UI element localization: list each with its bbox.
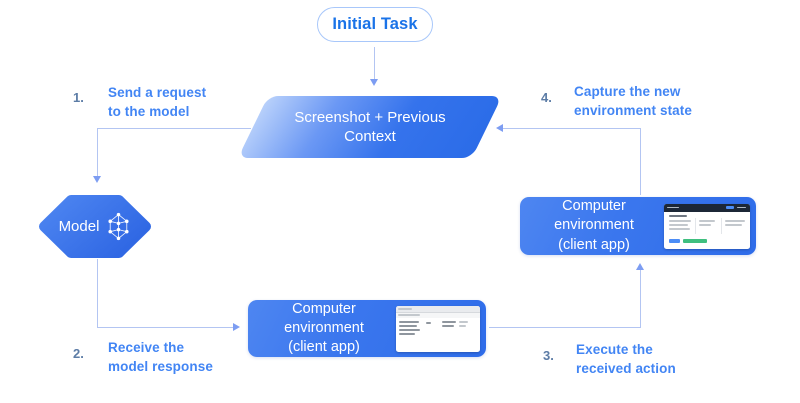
thumbnail-form-line [725, 219, 745, 222]
thumbnail-heading [669, 214, 687, 217]
thumbnail-cell [459, 320, 468, 323]
model-label: Model [58, 218, 100, 235]
arrow-step-1-vline [97, 128, 99, 177]
thumbnail-form-line [725, 223, 742, 226]
thumbnail-title-text [398, 307, 412, 310]
arrow-step-4-vline [640, 129, 642, 195]
thumbnail-form-line [669, 223, 688, 226]
thumbnail-cell [426, 321, 431, 324]
thumbnail-row [399, 328, 420, 331]
model-node: Model [38, 194, 152, 259]
app-screenshot-thumbnail-desktop [396, 305, 480, 352]
computer-environment-bottom-label: Computer environment (client app) [284, 300, 364, 356]
thumbnail-divider [695, 217, 696, 234]
step-3-label: Execute the received action [576, 342, 676, 377]
thumbnail-menu-text [398, 314, 420, 316]
thumbnail-cell [459, 324, 466, 327]
arrow-initial-task-line [374, 47, 376, 80]
thumbnail-header-text [667, 206, 679, 209]
screenshot-context-label: Screenshot + Previous Context [294, 108, 446, 146]
thumbnail-form-line [699, 223, 711, 226]
thumbnail-divider [721, 217, 722, 234]
thumbnail-row [399, 324, 417, 327]
thumbnail-titlebar [396, 305, 480, 313]
arrow-step-4-hline [503, 128, 641, 130]
arrow-step-2-vline [97, 259, 99, 328]
step-1-number: 1. [73, 90, 84, 105]
thumbnail-cell [442, 324, 454, 327]
arrow-step-2-hline [97, 327, 234, 329]
arrow-step-1-head [93, 176, 101, 183]
arrow-step-3-hline [489, 327, 641, 329]
initial-task-node: Initial Task [317, 7, 433, 42]
computer-environment-bottom-node: Computer environment (client app) [248, 300, 486, 357]
thumbnail-row [399, 320, 419, 323]
thumbnail-form-line [669, 227, 690, 230]
thumbnail-header [664, 203, 750, 212]
arrow-initial-task-head [370, 79, 378, 86]
thumbnail-progress-bar [683, 238, 707, 243]
arrow-step-3-head [636, 263, 644, 270]
step-3-number: 3. [543, 348, 554, 363]
hexagon-shape [39, 195, 151, 258]
computer-environment-right-label: Computer environment (client app) [554, 198, 634, 253]
neural-network-icon [108, 212, 129, 241]
step-4-label: Capture the new environment state [574, 84, 692, 119]
thumbnail-form-line [669, 219, 691, 222]
app-screenshot-thumbnail-webapp [664, 203, 750, 249]
arrow-step-1-hline [97, 128, 251, 130]
thumbnail-blue-button [669, 238, 680, 243]
arrow-step-3-vline [640, 270, 642, 328]
thumbnail-header-button [726, 206, 734, 209]
step-4-number: 4. [541, 90, 552, 105]
initial-task-label: Initial Task [332, 15, 418, 33]
arrow-step-2-head [233, 323, 240, 331]
thumbnail-row [399, 332, 415, 335]
thumbnail-form-line [699, 219, 715, 222]
thumbnail-menubar [396, 312, 480, 318]
step-1-label: Send a request to the model [108, 85, 207, 120]
thumbnail-header-menu [737, 206, 746, 209]
step-2-label: Receive the model response [108, 340, 213, 375]
step-2-number: 2. [73, 346, 84, 361]
arrow-step-4-head [496, 124, 503, 132]
thumbnail-cell [442, 320, 456, 323]
computer-environment-right-node: Computer environment (client app) [520, 197, 756, 255]
screenshot-context-node: Screenshot + Previous Context [237, 96, 503, 158]
